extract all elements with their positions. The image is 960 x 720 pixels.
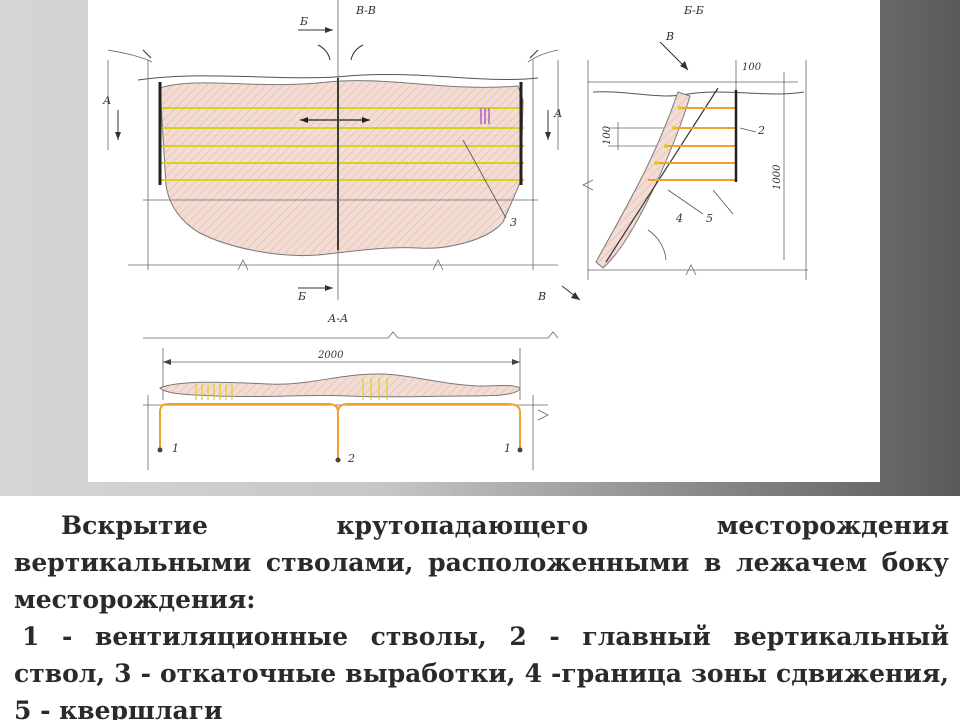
- label-dim-1000: 1000: [772, 164, 783, 190]
- vent-shaft-right-aa: [517, 447, 523, 453]
- caption: Вскрытие крутопадающего месторождения ве…: [14, 507, 949, 720]
- label-section-bb: Б-Б: [683, 4, 704, 17]
- label-cut-a-left: А: [102, 94, 111, 107]
- label-cut-b-top: Б: [299, 15, 308, 28]
- section-bb-view: Б-Б В В 100 100 1000 2 4 5: [537, 4, 808, 303]
- label-cut-b-bottom: Б: [297, 290, 306, 303]
- label-3: 3: [510, 216, 517, 229]
- label-cut-v-bottom: В: [537, 290, 546, 303]
- label-cut-v-top: В: [665, 30, 674, 43]
- vent-shaft-left-aa: [157, 447, 163, 453]
- haulage-drifts: [160, 107, 524, 181]
- shaft-connections: [159, 403, 521, 460]
- mining-diagram: В-В Б Б А А 3: [88, 0, 880, 482]
- label-section-vv: В-В: [355, 4, 376, 17]
- section-aa-view: А-А 2000 1 2 1: [143, 312, 559, 470]
- caption-panel: [0, 496, 960, 720]
- label-dim-2000: 2000: [317, 350, 344, 361]
- main-shaft-aa: [335, 457, 341, 463]
- plan-view: В-В Б Б А А 3: [102, 0, 562, 303]
- crosscuts: [648, 107, 736, 181]
- displacement-boundary: [605, 87, 719, 263]
- caption-legend: 1 - вентиляционные стволы, 2 - главный в…: [14, 622, 949, 720]
- label-dim-100-top: 100: [742, 62, 762, 73]
- label-4: 4: [675, 212, 683, 225]
- label-2-aa: 2: [347, 452, 355, 465]
- label-section-aa: А-А: [327, 312, 348, 325]
- label-5: 5: [706, 212, 713, 225]
- label-1-left: 1: [172, 442, 179, 455]
- label-cut-a-right: А: [553, 107, 562, 120]
- caption-title: Вскрытие крутопадающего месторождения ве…: [14, 511, 949, 614]
- label-1-right: 1: [504, 442, 511, 455]
- label-dim-100-side: 100: [602, 125, 613, 145]
- label-2-section: 2: [757, 124, 765, 137]
